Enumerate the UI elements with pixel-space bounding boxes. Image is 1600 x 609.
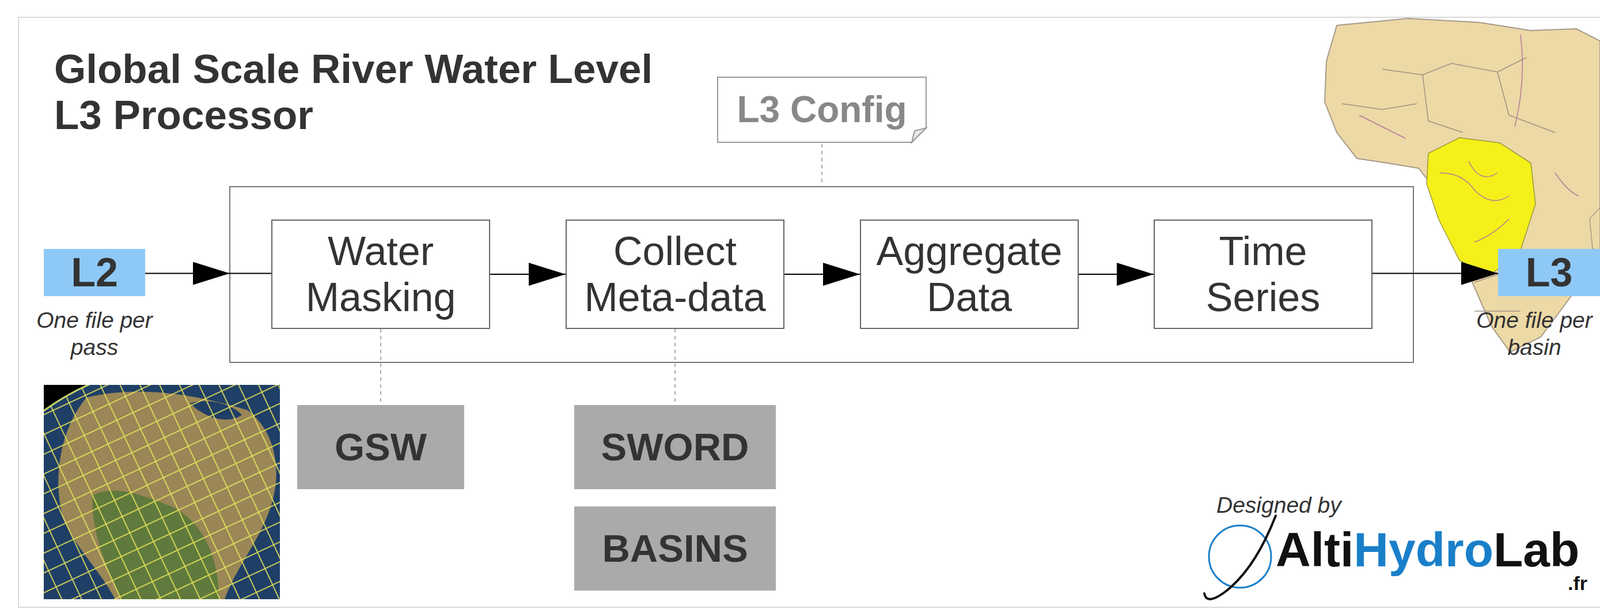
globe-illustration — [43, 384, 280, 599]
flow-arrow — [145, 273, 272, 275]
logo-word: Hydro — [1353, 525, 1494, 574]
logo-word: Lab — [1493, 525, 1580, 574]
process-box: Time Series — [1153, 219, 1373, 329]
processor-frame — [229, 186, 1414, 363]
caption: One file per pass — [22, 306, 167, 361]
node-label: GSW — [308, 425, 453, 469]
io-box: L3One file per basin — [1498, 248, 1600, 297]
node-label: Collect Meta-data — [578, 228, 772, 321]
node-label: L3 — [1509, 250, 1589, 295]
flow-arrow — [1078, 273, 1154, 275]
io-box: L2One file per pass — [43, 248, 146, 297]
node-label: L3 Config — [728, 89, 916, 130]
resource-box: SWORD — [574, 404, 776, 489]
dashed-link — [674, 328, 676, 405]
caption: One file per basin — [1472, 306, 1597, 361]
process-box: Collect Meta-data — [565, 219, 785, 329]
diagram-title: Global Scale River Water Level L3 Proces… — [54, 46, 677, 139]
logo-suffix: .fr — [1567, 573, 1588, 593]
flow-arrow — [490, 273, 566, 275]
logo-swoosh — [1204, 515, 1276, 599]
node-label: Time Series — [1166, 228, 1360, 321]
flow-arrow — [1372, 273, 1499, 275]
node-label: BASINS — [585, 526, 765, 570]
logo-wordmark: AltiHydroLab — [1275, 525, 1580, 574]
credit-note: Designed by — [1216, 493, 1342, 518]
config-note: L3 Config — [717, 76, 927, 143]
node-label: L2 — [55, 250, 134, 295]
node-label: Water Masking — [283, 228, 478, 321]
flow-arrow — [784, 273, 860, 275]
node-label: SWORD — [585, 425, 765, 469]
node-label: Aggregate Data — [872, 228, 1067, 321]
resource-box: BASINS — [574, 506, 776, 591]
dashed-link — [380, 328, 382, 405]
process-box: Aggregate Data — [859, 219, 1079, 329]
config-leader — [821, 143, 823, 187]
logo-word: Alti — [1275, 525, 1354, 574]
resource-box: GSW — [297, 404, 465, 489]
process-box: Water Masking — [271, 219, 491, 329]
